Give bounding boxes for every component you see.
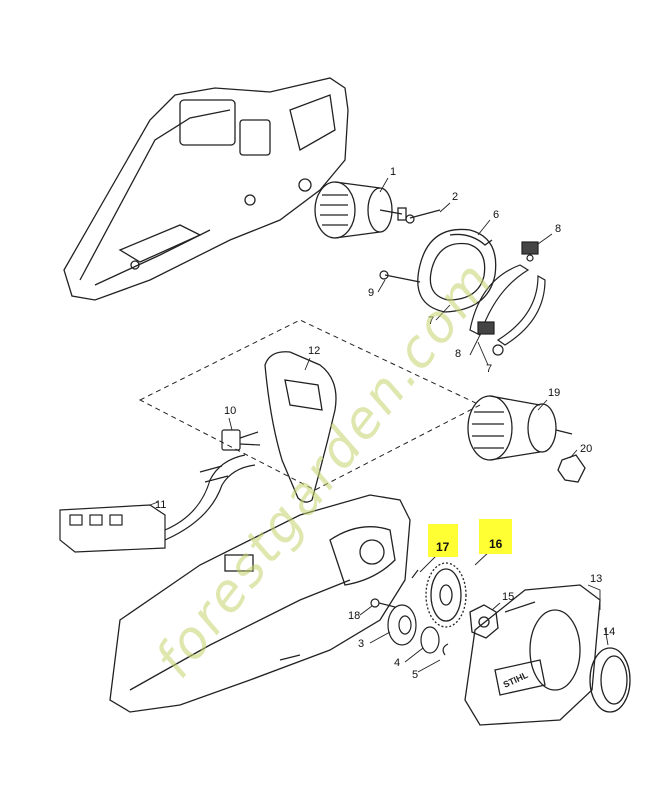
screw — [405, 209, 441, 224]
brand-logo: STIHL — [502, 670, 530, 690]
field-coil-housing — [417, 228, 497, 313]
handle-cover — [264, 351, 337, 503]
part-number-label-1: 1 — [390, 166, 396, 178]
part-number-label-4: 4 — [394, 657, 400, 669]
part-number-label-8b: 8 — [455, 348, 461, 360]
part-number-label-11: 11 — [155, 499, 166, 511]
fasteners — [370, 598, 449, 656]
nut — [557, 454, 586, 483]
part-number-label-5: 5 — [412, 669, 418, 681]
switch — [221, 429, 261, 451]
part-number-label-16: 16 — [489, 537, 503, 551]
part-number-label-17: 17 — [436, 540, 450, 554]
part-number-label-10: 10 — [224, 405, 236, 417]
highlight-box-17 — [428, 524, 458, 557]
cable-connector — [59, 454, 256, 553]
part-number-label-3: 3 — [358, 638, 364, 650]
motor-armature — [314, 181, 407, 239]
sprocket — [469, 604, 499, 639]
motor-armature-alt — [467, 395, 573, 461]
screw — [379, 270, 421, 283]
part-number-label-6: 6 — [493, 209, 499, 221]
part-number-label-2: 2 — [452, 191, 458, 203]
main-body-lower — [109, 494, 411, 713]
highlight-box-16 — [479, 519, 512, 554]
part-number-label-13: 13 — [590, 573, 602, 585]
part-number-label-14: 14 — [603, 626, 615, 638]
part-number-label-20: 20 — [580, 443, 592, 455]
part-number-label-8a: 8 — [555, 223, 561, 235]
leader-lines — [149, 177, 609, 673]
brush-holders — [469, 241, 546, 356]
part-number-label-7b: 7 — [486, 363, 492, 375]
cover-cap — [589, 647, 631, 713]
part-number-label-19: 19 — [548, 387, 560, 399]
part-number-label-12: 12 — [308, 345, 320, 357]
part-number-label-15: 15 — [502, 591, 514, 603]
part-number-label-9: 9 — [368, 287, 374, 299]
part-number-label-7a: 7 — [428, 315, 434, 327]
drive-gear — [425, 562, 467, 628]
motor-housing-upper — [63, 77, 349, 301]
pin — [411, 569, 419, 579]
assembly-outline — [138, 319, 482, 491]
part-number-label-18: 18 — [348, 610, 360, 622]
